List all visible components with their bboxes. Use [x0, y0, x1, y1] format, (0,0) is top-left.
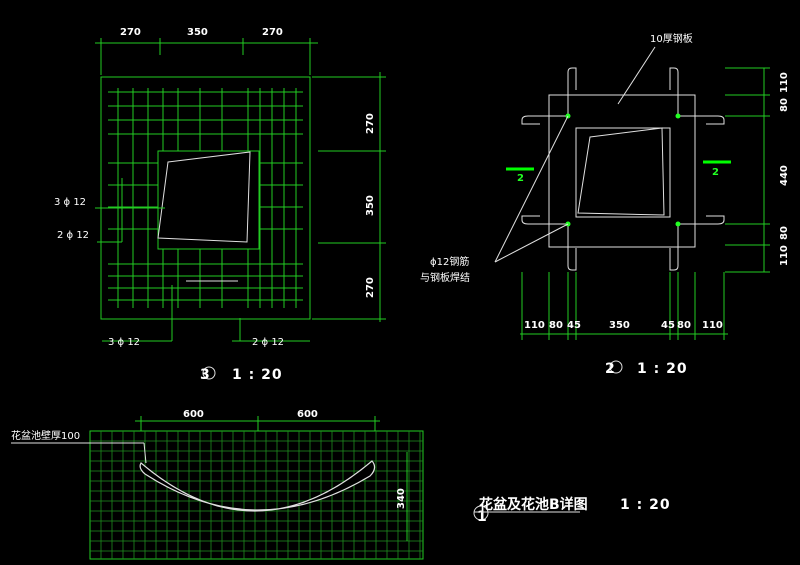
plan2-outline	[548, 94, 696, 248]
plan2-hooks	[521, 67, 725, 271]
plan3-dim-top-3: 270	[262, 27, 283, 38]
plan2-dim-right-5: 110	[779, 245, 790, 266]
plan2-plate-note: 10厚钢板	[650, 32, 693, 45]
plan3-callout-circle	[202, 366, 216, 380]
plan2-rebar-note-2: 与钢板焊结	[420, 271, 470, 284]
plan3-opening-shape	[157, 151, 251, 243]
plan-3-reinforcement: 270 350 270 270 350 270 3 ϕ 12 2 ϕ 12 3 …	[54, 27, 386, 383]
plan2-bottom-ext-lines	[521, 272, 725, 340]
hook-right-top	[678, 115, 725, 125]
plan2-opening-shape	[577, 127, 665, 216]
section1-grid	[90, 431, 423, 559]
plan3-rebar-grid	[108, 88, 303, 308]
plan2-dim-right-2: 80	[779, 98, 790, 112]
plan3-label-2phi12-right: 2 ϕ 12	[252, 337, 284, 348]
plan2-dim-bottom-3: 45	[567, 320, 581, 331]
plan2-dim-bottom-2: 80	[549, 320, 563, 331]
plan2-plate-leader	[617, 46, 656, 105]
plan2-dim-bottom-5: 45	[661, 320, 675, 331]
plan2-dim-bottom-4: 350	[609, 320, 630, 331]
section1-wall-note: 花盆池壁厚100	[11, 429, 80, 442]
plan2-inner-opening	[575, 127, 671, 218]
drawing-title-block: 1 花盆及花池B详图 1 : 20	[473, 496, 671, 525]
plan2-callout-circle	[609, 360, 623, 374]
title-number: 1	[477, 509, 487, 525]
hook-bottom-right	[669, 224, 679, 271]
plan3-dim-top-2: 350	[187, 27, 208, 38]
hook-top-right	[669, 67, 679, 116]
plan3-label-2phi12-left: 2 ϕ 12	[57, 230, 89, 241]
plan2-rebar-leader-1	[494, 223, 569, 263]
title-text: 花盆及花池B详图	[479, 496, 588, 513]
hook-right-bottom	[678, 215, 725, 225]
plan3-outline	[100, 76, 311, 320]
plan-2-steel-plate: 10厚钢板 2 2 110 80 440 80 110 1	[420, 32, 790, 377]
plan2-dim-right-4: 80	[779, 226, 790, 240]
plan2-dim-bottom-6: 80	[677, 320, 691, 331]
section1-outline	[89, 430, 424, 560]
section-1-planter-wall: 600 600 花盆池壁厚100 340	[11, 409, 424, 560]
plan2-dim-bottom-7: 110	[702, 320, 723, 331]
plan3-callout-number: 3	[200, 367, 211, 383]
title-scale: 1 : 20	[620, 497, 671, 513]
section1-dim-top-1: 600	[183, 409, 204, 420]
hook-bottom-left	[567, 224, 577, 271]
plan2-dim-right-1: 110	[779, 72, 790, 93]
section1-dim-right: 340	[396, 488, 407, 509]
hook-left-bottom	[521, 215, 568, 225]
plan2-rebar-leader-2	[494, 115, 569, 263]
plan2-rebar-note-1: ϕ12钢筋	[430, 255, 469, 268]
title-callout-circle	[473, 505, 489, 521]
hook-top-left	[567, 67, 577, 116]
section-mark-right: 2	[712, 167, 719, 178]
section1-wall-note-leader	[143, 442, 147, 464]
section-mark-left: 2	[517, 173, 524, 184]
plan3-dim-right-1: 270	[365, 113, 376, 134]
plan3-dim-top-1: 270	[120, 27, 141, 38]
plan2-callout-number: 2	[605, 361, 616, 377]
plan3-label-3phi12-upper: 3 ϕ 12	[54, 197, 86, 208]
plan3-label-3phi12-lower: 3 ϕ 12	[108, 337, 140, 348]
plan3-callout-scale: 1 : 20	[232, 367, 283, 383]
plan3-dim-right-3: 270	[365, 277, 376, 298]
weld-dot-4	[675, 221, 681, 227]
plan2-dim-bottom-1: 110	[524, 320, 545, 331]
plan3-dim-right-2: 350	[365, 195, 376, 216]
plan3-inner-opening	[157, 150, 260, 250]
planter-wall-curve	[139, 460, 376, 512]
plan2-callout-scale: 1 : 20	[637, 361, 688, 377]
weld-dot-2	[675, 113, 681, 119]
section1-dim-top-2: 600	[297, 409, 318, 420]
plan2-dim-right-3: 440	[779, 165, 790, 186]
hook-left-top	[521, 115, 568, 125]
